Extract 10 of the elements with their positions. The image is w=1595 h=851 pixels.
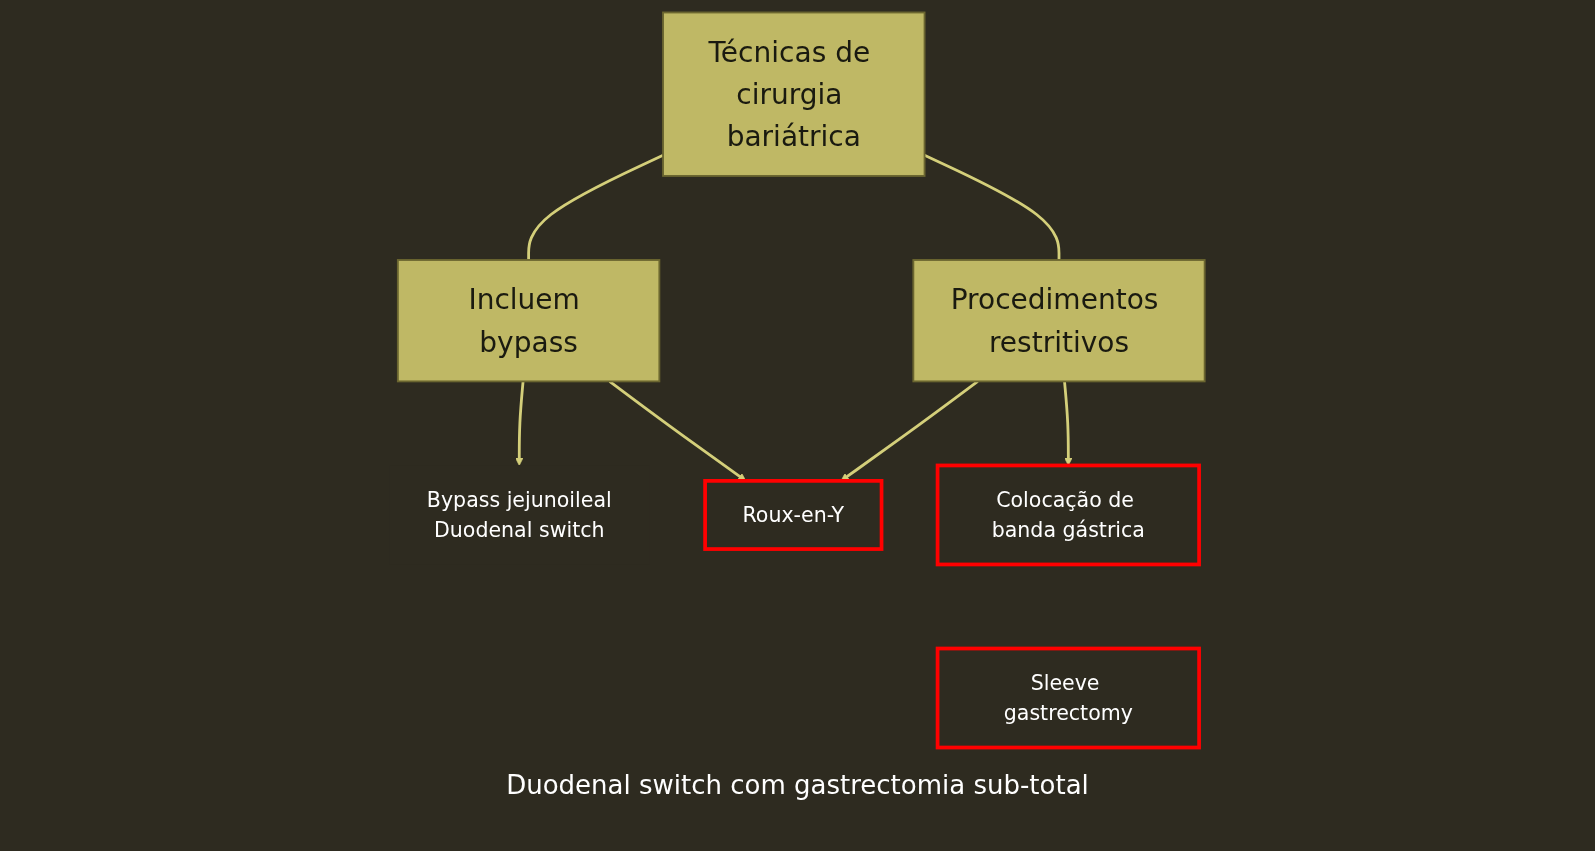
node-box: Técnicas de cirurgia bariátrica	[662, 11, 926, 177]
node-box: Procedimentos restritivos	[912, 259, 1207, 383]
node-box: Roux-en-Y	[703, 479, 884, 551]
arrow	[1063, 381, 1073, 466]
node-box: Incluem bypass	[397, 259, 661, 383]
node-box: Sleeve gastrectomy	[936, 646, 1202, 750]
arrow	[515, 381, 525, 466]
node-text: Bypass jejunoileal Duodenal switch	[427, 487, 613, 543]
note-text: Duodenal switch com gastrectomia sub-total	[506, 770, 1089, 800]
node-box: Colocação de banda gástrica	[936, 463, 1202, 567]
